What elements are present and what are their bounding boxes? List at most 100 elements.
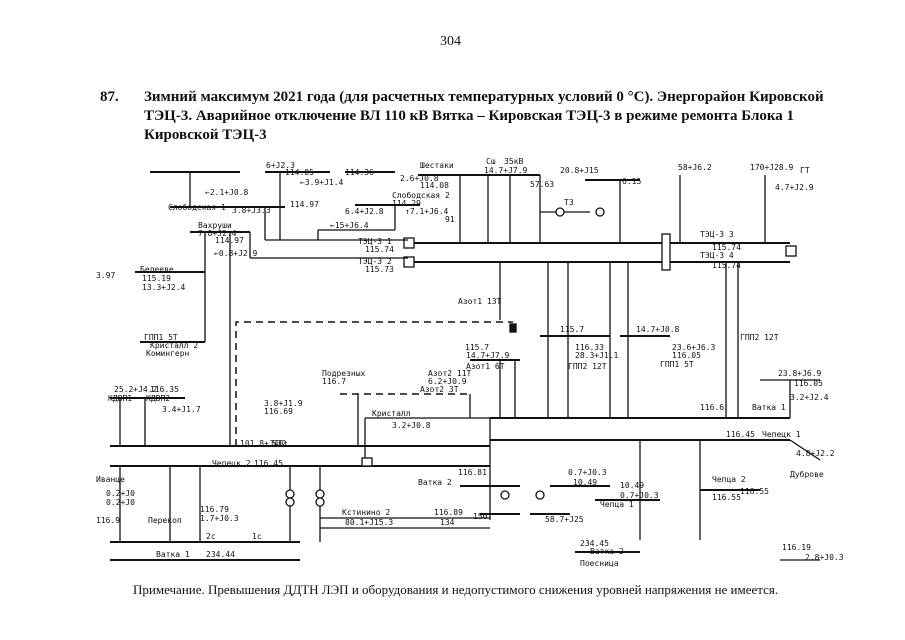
label-vatka-2-v: 116.45 [254,459,283,468]
label-load-07-right: 10.49 [573,478,597,487]
label-sl2-load: 6.4+J2.8 [345,207,384,216]
label-gpp2-12t: 115.7 [560,325,584,334]
label-perekop-v: 0.2+J0 [106,498,135,507]
label-azot2-3t-v: Азот2 3Т [420,385,459,394]
label-ssh6-load: 20.8+J15 [560,166,599,175]
label-134: 116.89 [434,508,463,517]
t3-breaker-2 [595,207,605,217]
label-532: 3.2+J0.8 [392,421,431,430]
label-ivance-v: 2.8+J0.3 [805,553,844,562]
label-podrezn-v: 116.05 [794,379,823,388]
label-tec3-4-v: 115.74 [712,261,741,270]
label-397: 3.97 [96,271,115,280]
transformer-1a [285,489,295,499]
label-vahrushi: Вахруши [198,221,232,230]
label-azot2-11t-load: 116.7 [322,377,346,386]
label-35kv: 35кВ [504,157,523,166]
label-tec3-4: ТЭЦ-3 4 [700,251,734,260]
label-chepca-2-v: 0.7+J0.3 [620,491,659,500]
label-2c: 58.7+J25 [545,515,584,524]
label-gpp1-5t: 14.7+J0.8 [636,325,680,334]
label-poesnica: 234.45 [580,539,609,548]
label-vahrushi-v: 114.97 [215,236,244,245]
transformer-3a [500,490,510,500]
label-sl2-tec-flow: ←15+J6.4 [330,221,369,230]
label-170: 170+J28.9 [750,163,794,172]
label-vatka-220-2-v: Ватка 1 [156,550,190,559]
label-vahrushi-load: 7.8+J2.4 [198,229,237,238]
label-chepca-1-v: 116.55 [740,487,769,496]
label-flow-39: ←3.9+J1.4 [300,178,344,187]
label-chepca-1: Чепца 2 [712,475,746,484]
transformer-2b [315,497,325,507]
label-tec3-1-v: 115.74 [365,245,394,254]
label-91: 91 [445,215,455,224]
label-slobodskaya-2-v: 114.29 [392,199,421,208]
label-6-load: 6+J2.3 [266,161,295,170]
label-azot1-6t: 115.7 [465,343,489,352]
label-podrezn: 23.8+J6.9 [778,369,822,378]
label-150: 134 [440,518,455,527]
label-kstinino-2: 116.79 [200,505,229,514]
label-ssh: Сш [486,157,496,166]
label-sl1-v: 114.97 [290,200,319,209]
label-tec3-2: ТЭЦ-3 2 [358,257,392,266]
label-poesnica-v: Ватка 2 [590,547,624,556]
label-vatka-1: 101.8+J40↑ [240,439,288,448]
label-flow-58: 80.1+J15.3 [345,518,393,527]
label-6-v: 114.85 [285,168,314,177]
label-komingern: ГПП1 5Т [144,333,178,342]
label-vahrushi-flow: ←0.8+J2.9 [214,249,258,258]
label-slobodskaya-2: Слободская 2 [392,190,450,200]
label-vatka-220-1-v: 1с [252,532,262,541]
switch-vatka-2 [361,457,373,467]
label-vatka-220-1: 2с [206,532,216,541]
transformer-1b [285,497,295,507]
label-beleeve: Белееве [140,265,174,274]
figure-number: 87. [100,89,119,105]
label-beleeve-load: 13.3+J2.4 [142,283,186,292]
label-gpp1-load: 116.05 [672,351,701,360]
label-kristall-2: ГПП2 12Т [740,333,779,342]
label-azot2-3t: Азот2 11Т [428,369,472,378]
label-chepca-2: 10.49 [620,481,644,490]
label-flow-80: Кстинино 2 [342,508,390,517]
label-1049-right: 0.7+J0.3 [568,468,607,477]
label-kdvp2-load: КДВП2 [146,394,170,403]
label-chepetsk-2: Чепецк 1 [762,430,801,439]
figure-title: Зимний максимум 2021 года (для расчетных… [144,89,824,143]
label-1c: 150 [473,512,488,521]
label-tec3-3-v: 115.74 [712,243,741,252]
label-sl-top-v: 114.36 [345,168,374,177]
label-chepetsk-1-v: 116.6 [700,403,724,412]
label-dubrove-load: Дуброве [790,469,824,479]
label-tec3-2-v: 115.73 [365,265,394,274]
tec3-switch-1 [403,237,415,249]
tec3-switch-2 [403,256,415,268]
label-ssh6-v: 6.15 [622,177,641,186]
label-chepca-2-load: Чепца 1 [600,500,634,509]
tec3-switch-3 [785,245,797,257]
label-gt-load: 4.7+J2.9 [775,183,814,192]
t3-breaker-1 [555,207,565,217]
label-shestaki-v: 114.08 [420,181,449,190]
label-beleeve-v: 115.19 [142,274,171,283]
page-number: 304 [440,34,461,49]
label-poesnica-load: Поесница [580,559,619,568]
label-perekop-flow-2: 116.9 [96,516,120,525]
label-podrezn-load: 3.2+J2.4 [790,393,829,402]
label-komingern-load: Комингерн [146,349,190,358]
label-kdvp1: 25.2+J4.2 [114,385,158,394]
label-kristall-load: 116.69 [264,407,293,416]
label-load-07-left: Ватка 2 [418,478,452,487]
label-gt: ГТ [800,166,810,175]
label-ssh-v: 57.63 [530,180,554,189]
label-kstinino-2-v: 1.7+J0.3 [200,514,239,523]
label-shestaki: Шестаки [420,161,454,170]
label-vatka-1-v: 532 [272,439,287,448]
label-chepetsk-1: Ватка 1 [752,403,786,412]
tec3-section-breaker [661,233,671,271]
label-azot1-13t: Азот1 13Т [458,297,502,306]
label-1049-left: 116.81 [458,468,487,477]
open-breaker [509,323,517,333]
